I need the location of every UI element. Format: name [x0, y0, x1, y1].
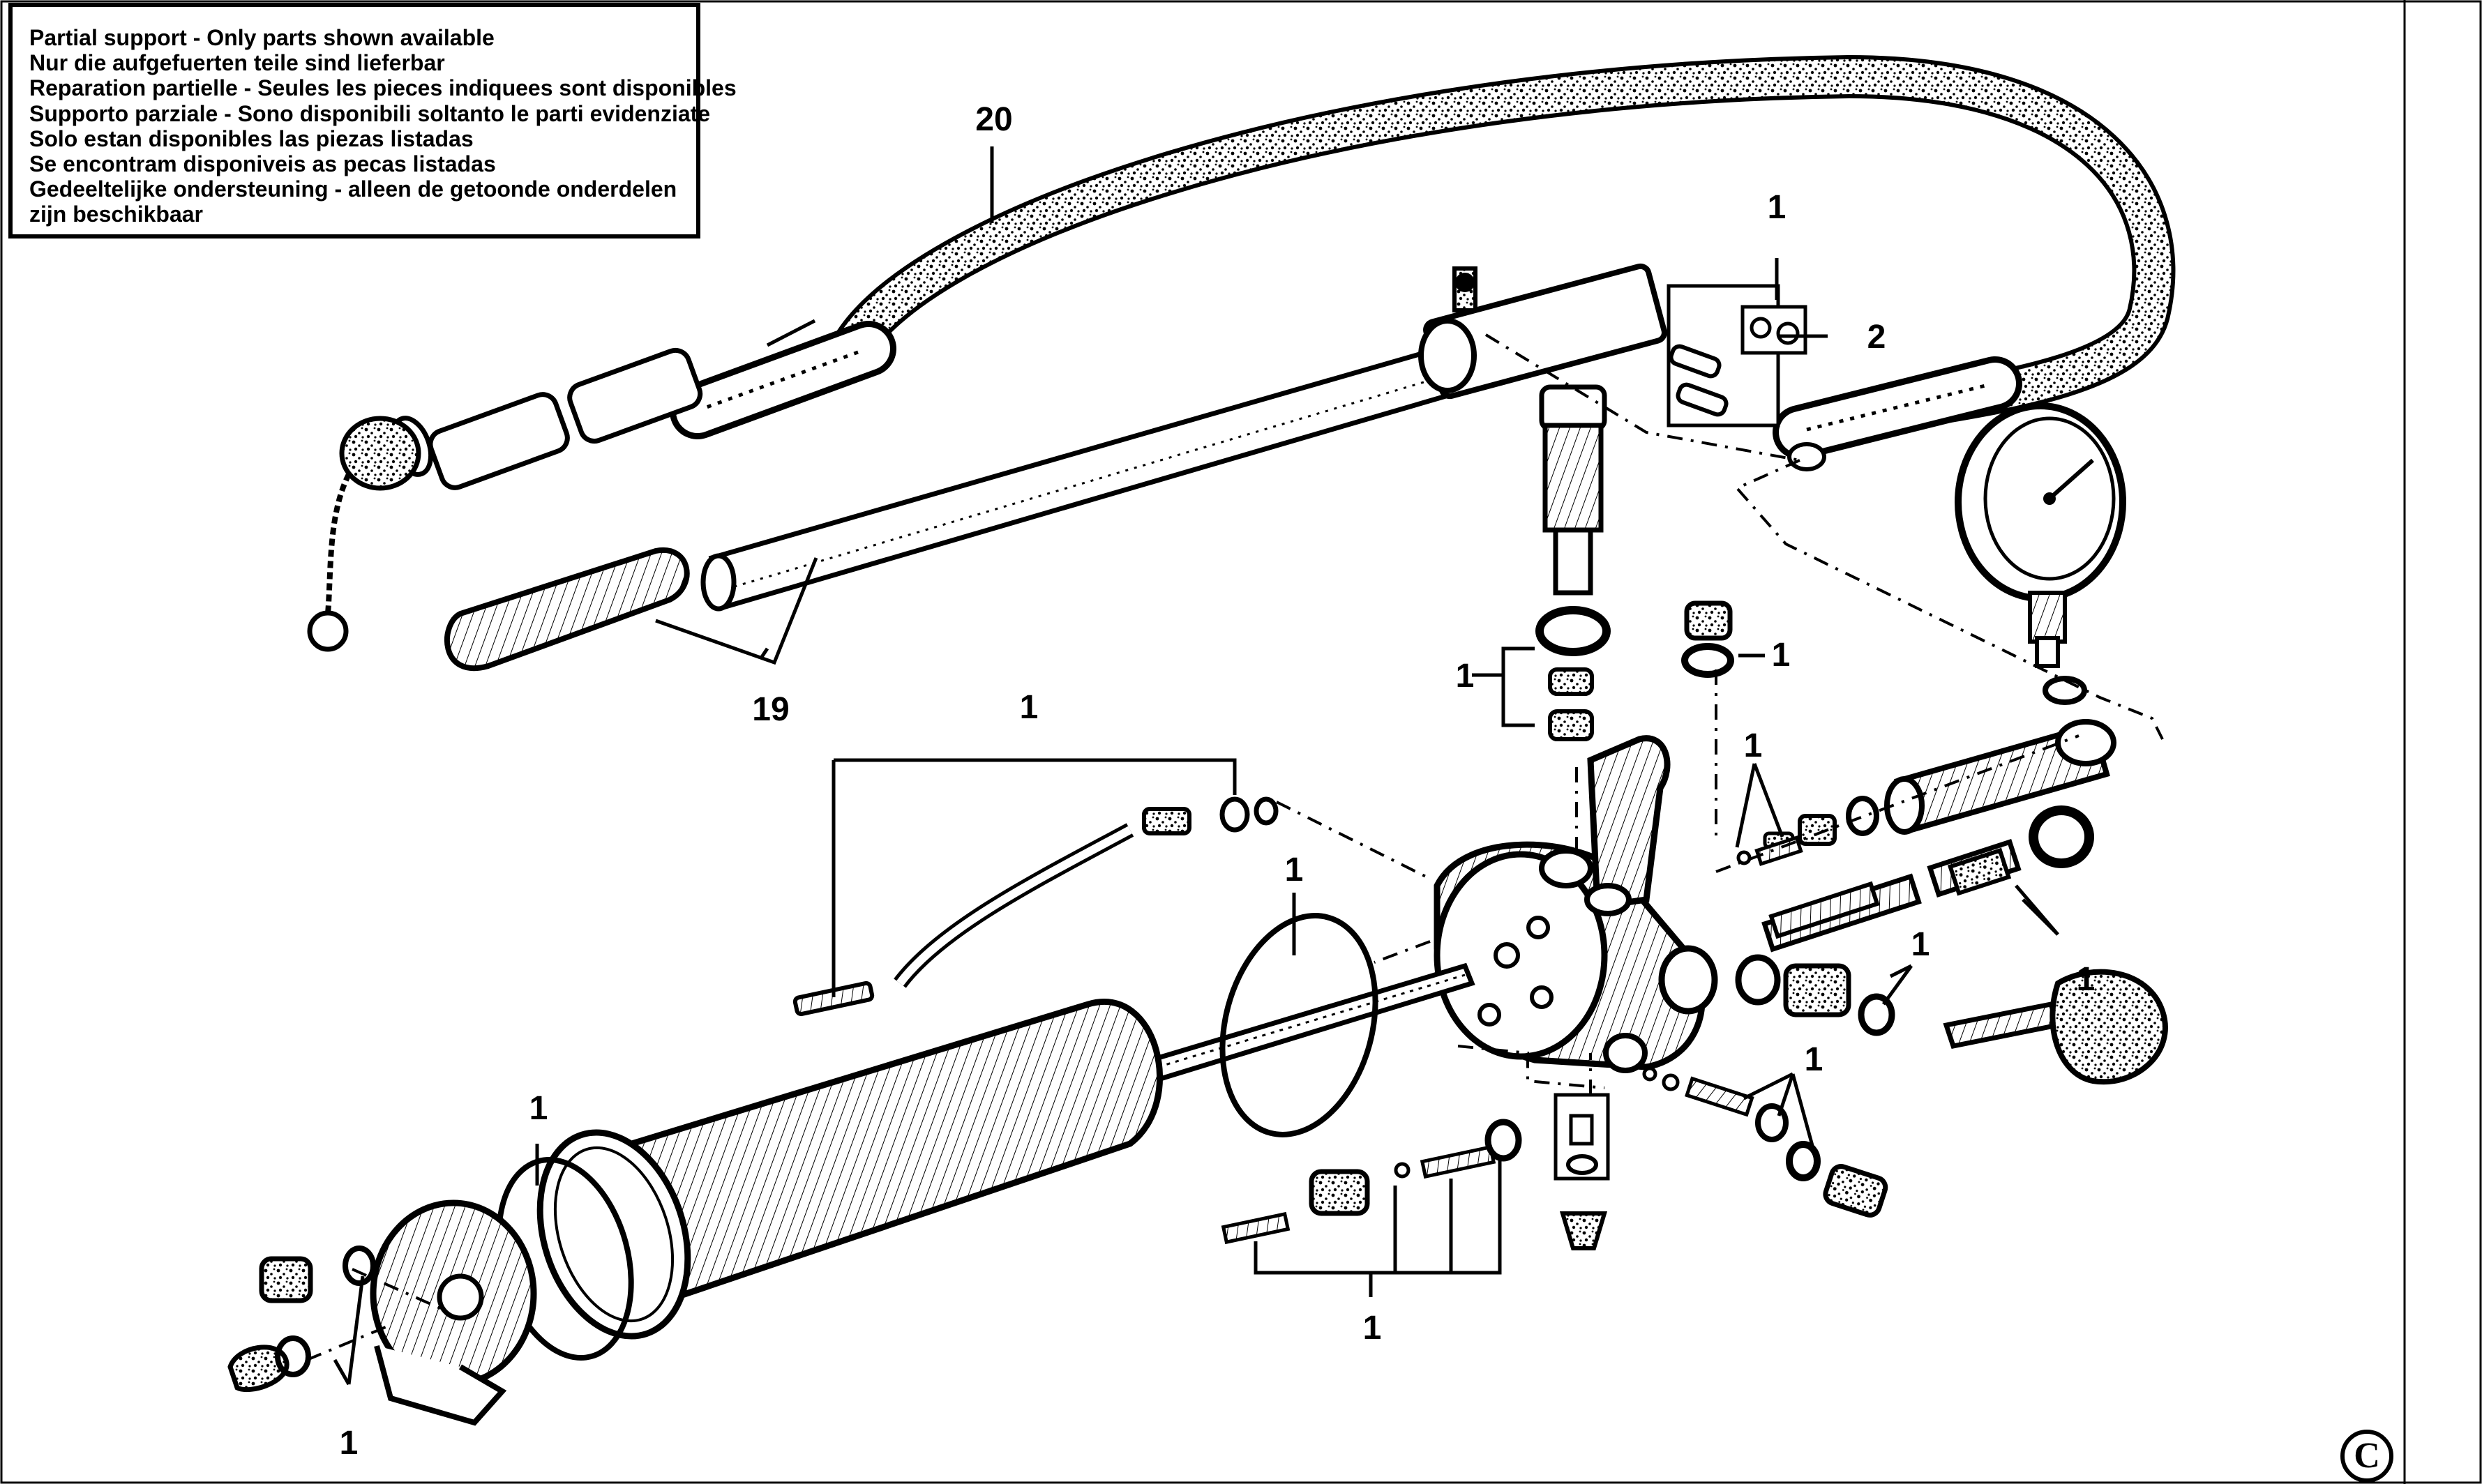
pin-kit-box — [1667, 284, 1828, 427]
callout-large-o-ring: 1 — [1284, 851, 1304, 888]
notice-line-fr: Reparation partielle - Seules les pieces… — [29, 75, 737, 101]
leader-lines — [333, 146, 2059, 1386]
notice-line-nl: Gedeeltelijke ondersteuning - alleen de … — [29, 176, 677, 202]
notice-line-en: Partial support - Only parts shown avail… — [29, 25, 495, 50]
hydraulic-hose — [307, 54, 2176, 652]
check-valve-parts — [1221, 1093, 1610, 1250]
notice-line-de: Nur die aufgefuerten teile sind lieferba… — [29, 50, 445, 76]
notice-line-nl-cont: zijn beschikbaar — [29, 202, 203, 227]
end-cap-parts — [227, 1246, 376, 1393]
assembly-guide-lines — [306, 333, 2164, 1361]
pump-body — [1434, 735, 1718, 1073]
notice-line-it: Supporto parziale - Sono disponibili sol… — [29, 100, 711, 126]
callout-seal-stack: 1 — [1455, 658, 1475, 695]
pressure-gauge — [1955, 402, 2126, 705]
piston-rod — [1148, 962, 1475, 1083]
release-knob — [1761, 805, 2168, 1085]
callout-valve-block-top: 1 — [1767, 189, 1787, 226]
large-o-ring — [1219, 913, 1378, 1137]
callout-handle: 19 — [752, 691, 790, 728]
end-cap — [370, 1199, 537, 1426]
notice-line-es: Solo estan disponibles las piezas listad… — [29, 126, 474, 151]
plunger — [1535, 384, 1611, 741]
callout-hose: 20 — [975, 101, 1013, 138]
callout-right-group-side: 1 — [2076, 961, 2096, 998]
reservoir-tube — [536, 999, 1163, 1340]
plug-washer — [1681, 600, 1765, 678]
copyright-icon: C — [2340, 1430, 2393, 1483]
partial-support-notice: Partial support - Only parts shown avail… — [8, 3, 737, 238]
callout-lower-right-group: 1 — [1804, 1041, 1823, 1078]
seal-stack-bracket — [1501, 646, 1535, 727]
callout-right-group-top: 1 — [1743, 727, 1763, 764]
callout-plug-washer: 1 — [1771, 637, 1791, 674]
callout-bottom-pins: 1 — [1362, 1310, 1382, 1347]
pump-handle — [444, 263, 1667, 671]
release-valve-body — [1763, 719, 2116, 849]
notice-line-pt: Se encontram disponiveis as pecas listad… — [29, 151, 496, 177]
callout-knob-seals: 1 — [1911, 926, 1930, 963]
callout-tube-group: 1 — [1019, 689, 1039, 726]
callout-cap-o-ring: 1 — [529, 1090, 548, 1127]
callout-bracket-side: 2 — [1867, 319, 1886, 356]
feed-tube — [792, 796, 1279, 1017]
callout-end-cap-parts: 1 — [339, 1425, 359, 1462]
